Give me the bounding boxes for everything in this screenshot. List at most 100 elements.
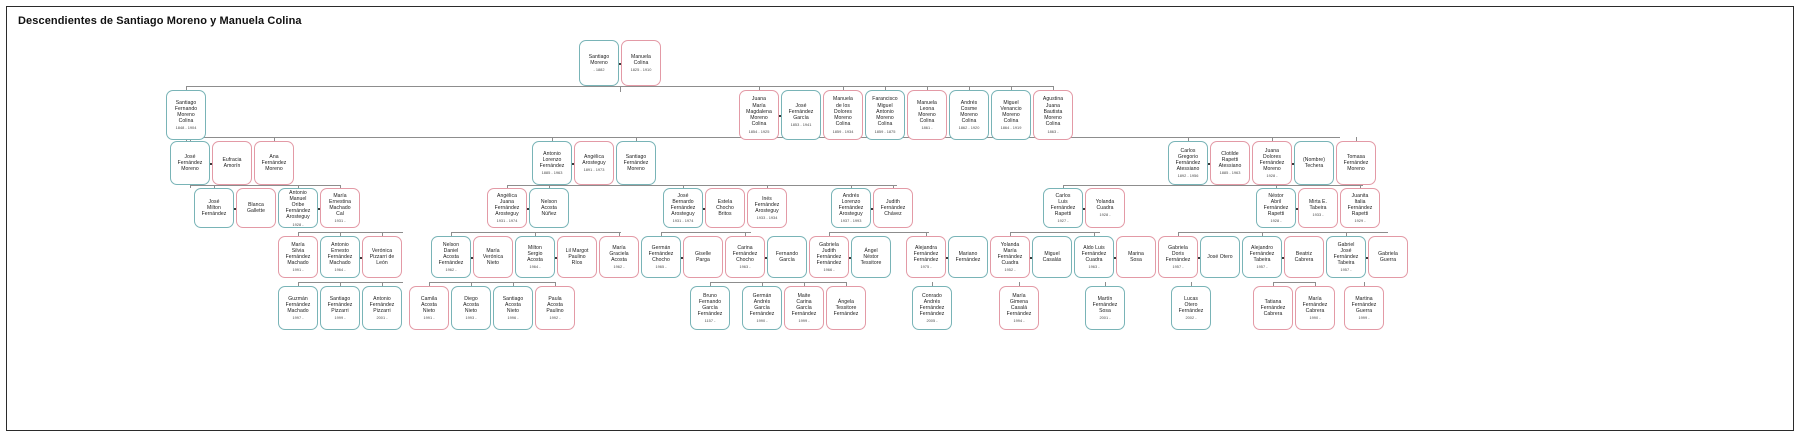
person-node[interactable]: Santiago Fernández Moreno <box>616 141 656 185</box>
person-node[interactable]: José Milton Fernández <box>194 188 234 228</box>
person-name: Antonio Fernández Pizzarri <box>369 295 395 315</box>
person-name: Manuela Leona Moreno Colina <box>917 99 937 125</box>
person-node[interactable]: Giselle Parga <box>683 236 723 278</box>
person-node[interactable]: Mariano Fernández <box>948 236 988 278</box>
person-node[interactable]: Judith Fernández Chávez <box>873 188 913 228</box>
person-node[interactable]: (Nombre) Techera <box>1294 141 1334 185</box>
person-dates: 1885 - 1963 <box>541 170 563 176</box>
person-node[interactable]: Blanca Gallette <box>236 188 276 228</box>
person-node[interactable]: Eufracia Amorín <box>212 141 252 185</box>
person-node[interactable]: Gabriela Guerra <box>1368 236 1408 278</box>
person-node[interactable]: Antonio Manuel Oribe Fernández Arosteguy… <box>278 188 318 228</box>
person-node[interactable]: Nelson Acosta Núñez <box>529 188 569 228</box>
person-node[interactable]: José Otero <box>1200 236 1240 278</box>
person-dates: 1992 - <box>549 315 561 321</box>
person-node[interactable]: Marina Sosa <box>1116 236 1156 278</box>
person-dates: 1994 - <box>1013 318 1025 324</box>
person-node[interactable]: Lil Margot Paulino Ríos <box>557 236 597 278</box>
person-name: Antonio Ernesto Fernández Machado <box>327 241 353 267</box>
person-dates: 2001 - <box>1099 315 1111 321</box>
person-node[interactable]: Fernando García <box>767 236 807 278</box>
person-node[interactable]: Beatriz Cabrera <box>1284 236 1324 278</box>
person-node[interactable]: José Fernández Moreno <box>170 141 210 185</box>
person-node[interactable]: Estela Chocho Britos <box>705 188 745 228</box>
person-dates: 1996 - <box>507 315 519 321</box>
person-node[interactable]: María Verónica Nieto <box>473 236 513 278</box>
person-node[interactable]: Santiago Moreno- 1882 <box>579 40 619 86</box>
person-node[interactable]: Miguel Casalás <box>1032 236 1072 278</box>
person-node[interactable]: Ángel Néstor Tessitore <box>851 236 891 278</box>
person-node[interactable]: Verónica Pizzarri de León <box>362 236 402 278</box>
person-node[interactable]: Ana Fernández Moreno <box>254 141 294 185</box>
person-node[interactable]: Ángela Tessitore Fernández <box>826 286 866 330</box>
person-node[interactable]: Tomasa Fernández Moreno <box>1336 141 1376 185</box>
person-dates: 1957 - <box>1256 264 1268 270</box>
person-node[interactable]: Tatiana Fernández Cabrera <box>1253 286 1293 330</box>
person-name: Nelson Acosta Núñez <box>540 198 558 218</box>
person-name: Santiago Moreno <box>588 53 610 66</box>
spouse-connector <box>703 208 705 210</box>
person-name: Carina Fernández Chocho <box>732 244 758 264</box>
spouse-connector <box>555 257 557 259</box>
tree-connector <box>451 232 621 233</box>
person-name: Mariano Fernández <box>955 250 981 263</box>
person-dates: 1885 - 1963 <box>1219 170 1241 176</box>
